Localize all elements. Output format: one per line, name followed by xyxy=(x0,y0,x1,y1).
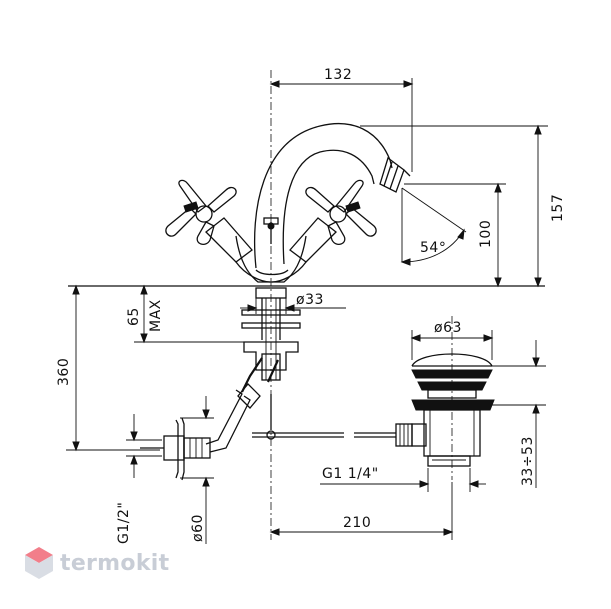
dim-label-max: MAX xyxy=(148,299,164,332)
popup-rod xyxy=(252,394,413,447)
dim-label-65: 65 xyxy=(126,307,142,326)
brand-logo: termokit xyxy=(24,546,169,580)
dim-g1-2: G1/2" xyxy=(116,414,162,544)
dim-angle-54: 54° xyxy=(400,187,467,266)
dim-label-g1-2: G1/2" xyxy=(116,502,132,544)
dim-157: 157 xyxy=(360,124,566,288)
dim-diameter-60: ø60 xyxy=(180,396,214,544)
dim-label-100: 100 xyxy=(478,220,494,248)
drain-assembly xyxy=(411,353,495,467)
stop-valve xyxy=(140,417,211,481)
popup-rod-knob xyxy=(263,217,279,244)
dim-label-210: 210 xyxy=(343,515,371,531)
dim-label-54: 54° xyxy=(420,240,446,256)
left-cross-handle xyxy=(165,179,237,246)
dim-33-53: 33÷53 xyxy=(490,340,546,488)
dim-label-157: 157 xyxy=(550,194,566,222)
dim-210: 210 xyxy=(269,482,454,540)
dim-65-max: 65 MAX xyxy=(126,284,244,344)
dim-label-360: 360 xyxy=(56,358,72,386)
dim-label-diameter-63: ø63 xyxy=(434,320,462,336)
dim-132: 132 xyxy=(269,67,414,172)
dim-label-diameter-60: ø60 xyxy=(190,514,206,542)
dim-g1-1-4: G1 1/4" xyxy=(320,466,486,492)
termokit-logo-icon xyxy=(25,547,53,579)
spout-nozzle xyxy=(379,156,411,193)
right-valve xyxy=(271,217,337,283)
dim-diameter-63: ø63 xyxy=(410,320,494,360)
fixing-assembly xyxy=(205,287,301,453)
dim-label-132: 132 xyxy=(324,67,352,83)
dim-100: 100 xyxy=(404,182,506,288)
dim-360: 360 xyxy=(56,284,160,452)
dim-diameter-33: ø33 xyxy=(240,292,346,314)
right-cross-handle xyxy=(305,179,377,246)
faucet-body xyxy=(165,122,411,283)
dim-label-diameter-33: ø33 xyxy=(296,292,324,308)
left-valve xyxy=(205,217,271,283)
dim-label-33-53: 33÷53 xyxy=(520,436,536,486)
brand-name: termokit xyxy=(60,550,170,576)
dim-label-g1-1-4: G1 1/4" xyxy=(322,466,379,482)
